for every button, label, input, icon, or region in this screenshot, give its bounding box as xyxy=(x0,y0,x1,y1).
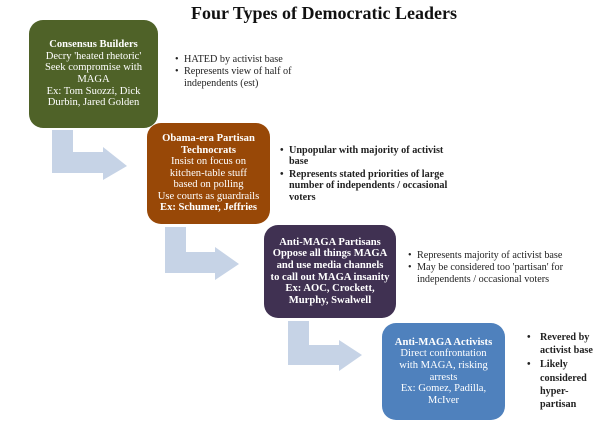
bullets-anti-maga-activists: Revered by activist base Likely consider… xyxy=(527,331,593,412)
leader-box-partisan-technocrats: Obama-era Partisan Technocrats Insist on… xyxy=(147,123,270,224)
leader-line: Ex: AOC, Crockett, xyxy=(285,283,375,295)
leader-line: with MAGA, risking xyxy=(399,359,488,371)
leader-line: to call out MAGA insanity xyxy=(270,271,390,283)
leader-line: Use courts as guardrails xyxy=(157,190,260,202)
leader-line: McIver xyxy=(427,394,460,406)
leader-line: MAGA xyxy=(77,74,110,85)
bullets-anti-maga-partisans: Represents majority of activist base May… xyxy=(408,250,598,286)
bullet-item: Represents majority of activist base xyxy=(408,250,598,262)
leader-line: Oppose all things MAGA xyxy=(272,248,388,260)
leader-line: Direct confrontation xyxy=(400,348,487,360)
leader-line: Ex: Gomez, Padilla, xyxy=(400,383,487,395)
leader-line: based on polling xyxy=(173,179,244,191)
bullet-item: Likely considered hyper-partisan xyxy=(527,358,593,411)
bullet-item: Represents view of half of independents … xyxy=(175,66,293,89)
leader-line: Insist on focus on xyxy=(170,156,247,168)
diagram-title: Four Types of Democratic Leaders xyxy=(191,3,457,23)
bullet-item: May be considered too 'partisan' for ind… xyxy=(408,262,598,285)
leader-box-anti-maga-partisans: Anti-MAGA Partisans Oppose all things MA… xyxy=(264,225,396,318)
leader-line: Ex: Schumer, Jeffries xyxy=(160,202,257,214)
bullet-item: Unpopular with majority of activist base xyxy=(280,145,452,168)
leader-box-consensus-builders: Consensus Builders Decry 'heated rhetori… xyxy=(29,20,158,128)
leader-heading: Consensus Builders xyxy=(49,39,138,51)
bent-arrow-icon xyxy=(165,227,239,280)
bent-arrow-icon xyxy=(52,130,127,180)
bullets-partisan-technocrats: Unpopular with majority of activist base… xyxy=(280,145,452,204)
bullet-item: HATED by activist base xyxy=(175,54,293,66)
bullets-consensus-builders: HATED by activist base Represents view o… xyxy=(175,54,293,90)
leader-line: Seek compromise with xyxy=(44,62,143,74)
bullet-item: Represents stated priorities of large nu… xyxy=(280,169,452,203)
leader-line: Murphy, Swalwell xyxy=(288,294,372,306)
leader-line: arrests xyxy=(429,371,458,383)
leader-line: Ex: Tom Suozzi, Dick xyxy=(46,85,141,97)
leader-heading: Anti-MAGA Partisans xyxy=(279,236,381,248)
leader-line: Decry 'heated rhetoric' xyxy=(45,50,142,62)
leader-line: Durbin, Jared Golden xyxy=(47,97,140,109)
bullet-item: Revered by activist base xyxy=(527,331,593,357)
leader-box-anti-maga-activists: Anti-MAGA Activists Direct confrontation… xyxy=(382,323,505,420)
bent-arrow-icon xyxy=(288,321,362,371)
leader-heading: Obama-era Partisan Technocrats xyxy=(162,132,255,156)
leader-line: and use media channels xyxy=(276,259,384,271)
leader-line: kitchen-table stuff xyxy=(169,167,248,179)
leader-heading: Anti-MAGA Activists xyxy=(394,336,493,348)
